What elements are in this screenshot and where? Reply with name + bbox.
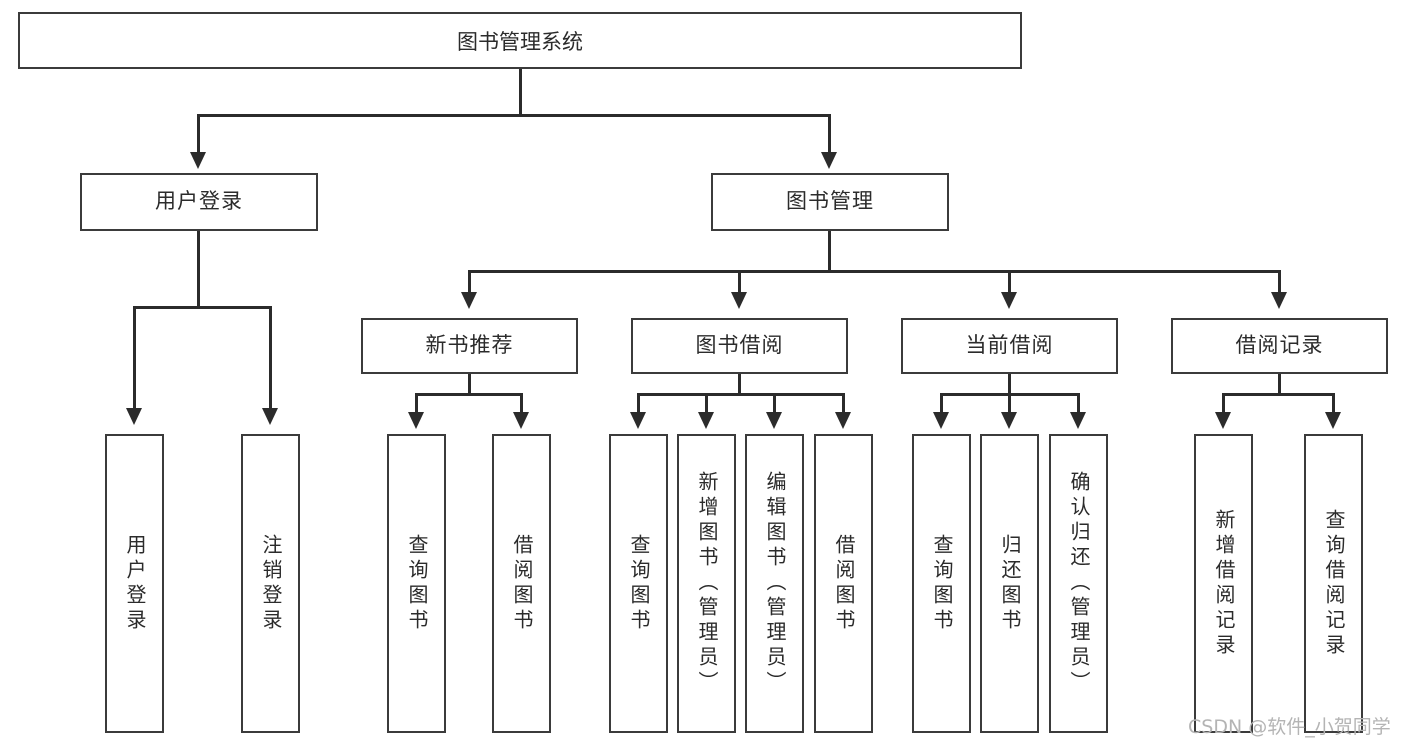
arrow-level2-2: [821, 152, 837, 169]
connector-user-login-drop-1: [133, 306, 136, 410]
leaf-label: 归还图书: [998, 533, 1022, 634]
connector-record-drop-2: [1332, 393, 1335, 415]
leaf-label: 注销登录: [259, 533, 283, 634]
leaf-label: 查询图书: [405, 533, 429, 634]
connector-current-drop-2: [1008, 393, 1011, 415]
arrow-record-leaf-1: [1215, 412, 1231, 429]
arrow-level3-4: [1271, 292, 1287, 309]
leaf-label: 查询借阅记录: [1322, 508, 1346, 659]
node-label: 新书推荐: [425, 333, 514, 358]
leaf-label: 查询图书: [930, 533, 954, 634]
connector-user-login-drop-2: [269, 306, 272, 410]
arrow-current-leaf-2: [1001, 412, 1017, 429]
arrow-current-leaf-1: [933, 412, 949, 429]
connector-borrow-drop-4: [842, 393, 845, 415]
leaf-label: 新增借阅记录: [1212, 508, 1236, 659]
node-label: 借阅记录: [1235, 333, 1324, 358]
connector-borrow-drop-3: [773, 393, 776, 415]
node-new-book-recommend[interactable]: 新书推荐: [361, 318, 578, 374]
connector-level3-drop-3: [1008, 270, 1011, 301]
connector-level3-drop-2: [738, 270, 741, 301]
leaf-label: 借阅图书: [832, 533, 856, 634]
arrow-user-login-leaf-2: [262, 408, 278, 425]
connector-level2-bus: [197, 114, 831, 117]
node-label: 图书管理: [786, 189, 874, 214]
connector-record-bus: [1222, 393, 1335, 396]
csdn-watermark: CSDN @软件_小贺同学: [1188, 716, 1391, 738]
connector-borrow-drop-1: [637, 393, 640, 415]
connector-book-mgmt-stem: [828, 231, 831, 272]
leaf-recommend-borrow-book[interactable]: 借阅图书: [492, 434, 551, 733]
leaf-label: 新增图书（管理员）: [695, 471, 719, 696]
connector-current-stem: [1008, 374, 1011, 396]
node-book-management[interactable]: 图书管理: [711, 173, 949, 231]
arrow-level3-3: [1001, 292, 1017, 309]
node-label: 用户登录: [155, 189, 243, 214]
arrow-level3-1: [461, 292, 477, 309]
connector-record-stem: [1278, 374, 1281, 396]
leaf-borrow-add-book[interactable]: 新增图书（管理员）: [677, 434, 736, 733]
connector-user-login-stem: [197, 231, 200, 308]
connector-level2-drop-1: [197, 114, 200, 154]
connector-record-drop-1: [1222, 393, 1225, 415]
arrow-level3-2: [731, 292, 747, 309]
connector-borrow-drop-2: [705, 393, 708, 415]
arrow-level2-1: [190, 152, 206, 169]
leaf-label: 借阅图书: [510, 533, 534, 634]
arrow-borrow-leaf-1: [630, 412, 646, 429]
leaf-user-login-signout[interactable]: 注销登录: [241, 434, 300, 733]
leaf-label: 确认归还（管理员）: [1067, 471, 1091, 696]
leaf-borrow-edit-book[interactable]: 编辑图书（管理员）: [745, 434, 804, 733]
node-root-system[interactable]: 图书管理系统: [18, 12, 1022, 69]
leaf-label: 编辑图书（管理员）: [763, 471, 787, 696]
arrow-user-login-leaf-1: [126, 408, 142, 425]
node-label: 图书借阅: [695, 333, 784, 358]
leaf-current-query-book[interactable]: 查询图书: [912, 434, 971, 733]
arrow-current-leaf-3: [1070, 412, 1086, 429]
node-book-borrow[interactable]: 图书借阅: [631, 318, 848, 374]
node-user-login[interactable]: 用户登录: [80, 173, 318, 231]
node-label: 图书管理系统: [457, 29, 583, 54]
connector-borrow-stem: [738, 374, 741, 396]
leaf-user-login-signin[interactable]: 用户登录: [105, 434, 164, 733]
leaf-record-add-record[interactable]: 新增借阅记录: [1194, 434, 1253, 733]
leaf-recommend-query-book[interactable]: 查询图书: [387, 434, 446, 733]
connector-level3-drop-4: [1278, 270, 1281, 301]
node-borrow-record[interactable]: 借阅记录: [1171, 318, 1388, 374]
leaf-borrow-query-book[interactable]: 查询图书: [609, 434, 668, 733]
connector-root-stem: [519, 69, 522, 116]
connector-current-drop-3: [1077, 393, 1080, 415]
arrow-borrow-leaf-4: [835, 412, 851, 429]
connector-current-drop-1: [940, 393, 943, 415]
leaf-current-confirm-return[interactable]: 确认归还（管理员）: [1049, 434, 1108, 733]
leaf-label: 查询图书: [627, 533, 651, 634]
connector-recommend-drop-1: [415, 393, 418, 415]
leaf-current-return-book[interactable]: 归还图书: [980, 434, 1039, 733]
leaf-record-query-record[interactable]: 查询借阅记录: [1304, 434, 1363, 733]
connector-recommend-stem: [468, 374, 471, 396]
node-label: 当前借阅: [965, 333, 1054, 358]
connector-level2-drop-2: [828, 114, 831, 154]
leaf-borrow-borrow-book[interactable]: 借阅图书: [814, 434, 873, 733]
connector-level3-drop-1: [468, 270, 471, 301]
arrow-recommend-leaf-2: [513, 412, 529, 429]
arrow-borrow-leaf-3: [766, 412, 782, 429]
connector-borrow-bus: [637, 393, 845, 396]
leaf-label: 用户登录: [123, 533, 147, 634]
connector-recommend-bus: [415, 393, 523, 396]
node-current-borrow[interactable]: 当前借阅: [901, 318, 1118, 374]
connector-level3-bus: [468, 270, 1280, 273]
connector-user-login-bus: [133, 306, 271, 309]
arrow-recommend-leaf-1: [408, 412, 424, 429]
arrow-record-leaf-2: [1325, 412, 1341, 429]
connector-recommend-drop-2: [520, 393, 523, 415]
arrow-borrow-leaf-2: [698, 412, 714, 429]
